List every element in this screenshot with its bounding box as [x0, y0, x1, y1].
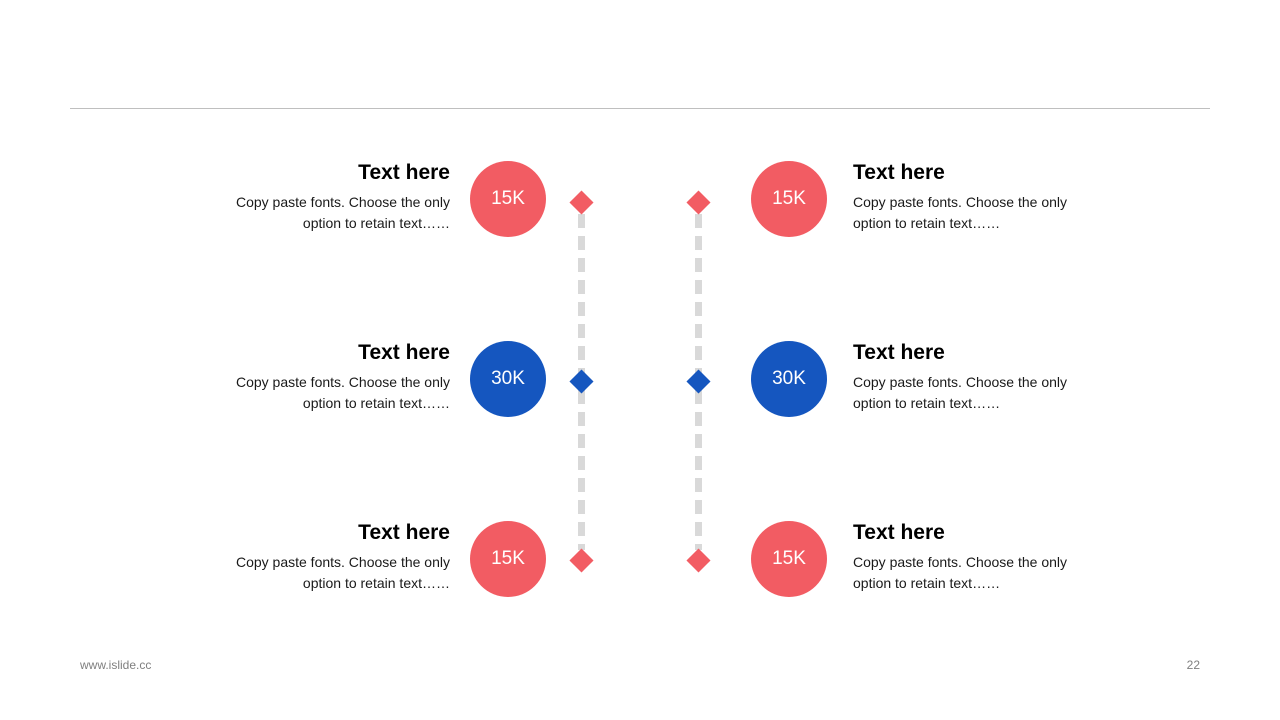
- diamond-marker-left-1: [569, 190, 594, 215]
- item-description-line2: option to retain text……: [302, 395, 450, 411]
- diamond-marker-left-3: [569, 548, 594, 573]
- diamond-marker-right-3: [686, 548, 711, 573]
- diamond-marker-right-2: [686, 369, 711, 394]
- value-label: 15K: [491, 548, 525, 569]
- text-block-right-2: Text here Copy paste fonts. Choose the o…: [853, 340, 1093, 414]
- value-label: 15K: [772, 188, 806, 209]
- item-description-line1: Copy paste fonts. Choose the only: [853, 374, 1068, 390]
- text-block-left-1: Text here Copy paste fonts. Choose the o…: [210, 160, 450, 234]
- page-number: 22: [1186, 658, 1200, 672]
- item-description-line1: Copy paste fonts. Choose the only: [853, 554, 1068, 570]
- item-description-line1: Copy paste fonts. Choose the only: [235, 374, 450, 390]
- item-description-line2: option to retain text……: [853, 395, 1001, 411]
- diamond-marker-right-1: [686, 190, 711, 215]
- text-block-right-1: Text here Copy paste fonts. Choose the o…: [853, 160, 1093, 234]
- value-label: 30K: [772, 368, 806, 389]
- item-title: Text here: [358, 521, 450, 544]
- item-description-line1: Copy paste fonts. Choose the only: [853, 194, 1068, 210]
- item-description-line2: option to retain text……: [302, 575, 450, 591]
- item-title: Text here: [358, 341, 450, 364]
- value-circle-left-3: 15K: [470, 521, 546, 597]
- item-description-line2: option to retain text……: [853, 215, 1001, 231]
- item-title: Text here: [358, 161, 450, 184]
- item-description-line1: Copy paste fonts. Choose the only: [235, 554, 450, 570]
- value-circle-right-3: 15K: [751, 521, 827, 597]
- value-circle-left-1: 15K: [470, 161, 546, 237]
- diamond-marker-left-2: [569, 369, 594, 394]
- item-description-line1: Copy paste fonts. Choose the only: [235, 194, 450, 210]
- item-description-line2: option to retain text……: [302, 215, 450, 231]
- value-label: 30K: [491, 368, 525, 389]
- item-description-line2: option to retain text……: [853, 575, 1001, 591]
- value-label: 15K: [772, 548, 806, 569]
- top-divider: [70, 108, 1210, 109]
- value-label: 15K: [491, 188, 525, 209]
- value-circle-right-2: 30K: [751, 341, 827, 417]
- text-block-left-3: Text here Copy paste fonts. Choose the o…: [210, 520, 450, 594]
- item-title: Text here: [853, 521, 945, 544]
- text-block-left-2: Text here Copy paste fonts. Choose the o…: [210, 340, 450, 414]
- item-title: Text here: [853, 161, 945, 184]
- footer-website: www.islide.cc: [80, 658, 152, 672]
- value-circle-right-1: 15K: [751, 161, 827, 237]
- value-circle-left-2: 30K: [470, 341, 546, 417]
- item-title: Text here: [853, 341, 945, 364]
- text-block-right-3: Text here Copy paste fonts. Choose the o…: [853, 520, 1093, 594]
